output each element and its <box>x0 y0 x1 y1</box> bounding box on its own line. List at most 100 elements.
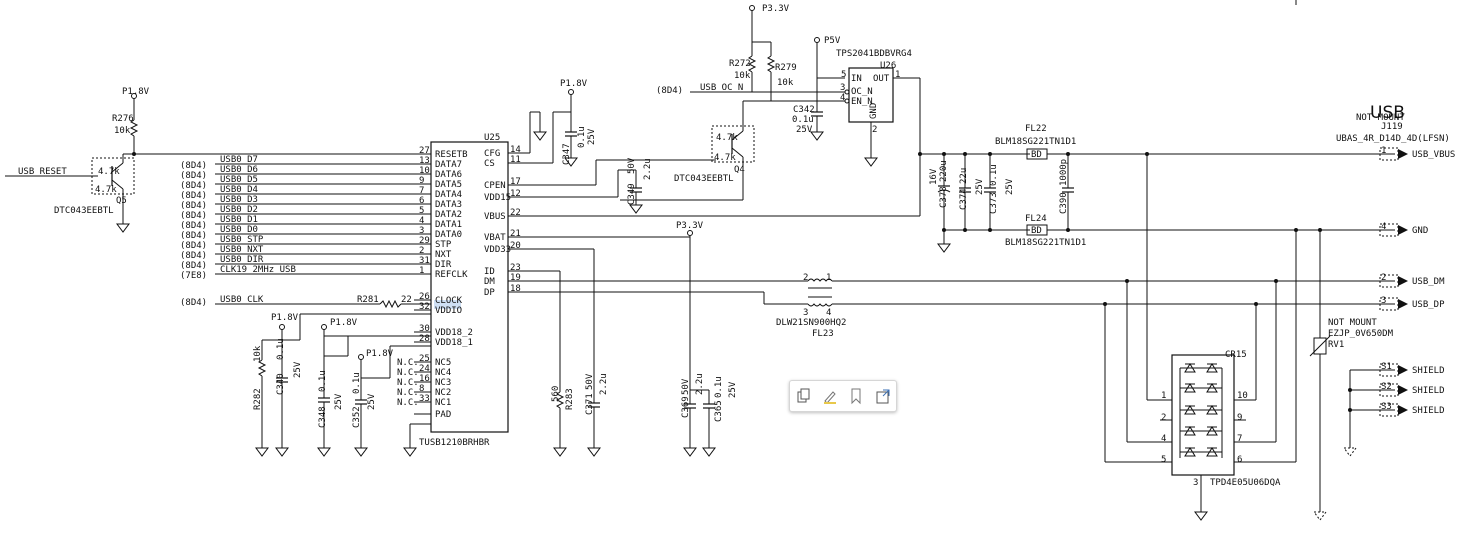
u25-ref: U25 <box>484 133 500 143</box>
u25-part: TUSB1210BRHBR <box>419 438 490 448</box>
u25-left-pin-name: STP <box>435 240 452 250</box>
u25-right-pin-num: 23 <box>510 263 521 273</box>
c348-volt: 25V <box>334 393 344 410</box>
c348-rail: P1.8V <box>330 318 358 328</box>
j119-pin-num: S2 <box>1381 382 1392 392</box>
u25-body <box>430 141 509 433</box>
u25-left-pin-num: 31 <box>419 256 430 266</box>
left-net-label: USB0_D6 <box>220 165 258 175</box>
c371-volt: 50V <box>585 373 595 390</box>
u25-left-pin-num: 26 <box>419 292 430 302</box>
clock-pin-highlight <box>434 300 461 309</box>
u25-right-pin-num: 14 <box>510 145 521 155</box>
u25-left-pin-name: DATA1 <box>435 220 462 230</box>
left-net-sheet-ref: (8D4) <box>180 181 207 191</box>
u25-right-pin-name: DP <box>484 288 495 298</box>
u25-right-pin-num: 22 <box>510 208 521 218</box>
left-net-label: USB0_D7 <box>220 155 258 165</box>
c352-ref: C352 <box>352 406 362 428</box>
u25-left-pin-name: DATA2 <box>435 210 462 220</box>
u25-left-pin-name: DIR <box>435 260 452 270</box>
u25-left-pin-name: VDDIO <box>435 306 462 316</box>
j119-pin-net: USB_VBUS <box>1412 150 1455 160</box>
u26-pin-out: OUT <box>873 74 890 84</box>
r272-resistor <box>747 55 757 73</box>
oc-sheet-ref: (8D4) <box>656 86 683 96</box>
nc-label: N.C. <box>397 388 419 398</box>
c374-volt: 25V <box>975 178 985 195</box>
u25-right-pin-name: VBAT <box>484 233 506 243</box>
u25-right-pin-name: CPEN <box>484 181 506 191</box>
u25-left-pin-num: 2 <box>419 246 424 256</box>
q4-ref: Q4 <box>734 165 745 175</box>
c347-rail: P1.8V <box>560 79 588 89</box>
q5-part: DTC043EEBTL <box>54 206 114 216</box>
left-net-sheet-ref: (8D4) <box>180 261 207 271</box>
u25-right-pin-name: VDD15 <box>484 193 511 203</box>
copy-icon[interactable] <box>794 387 812 405</box>
left-net-label: USB0_D3 <box>220 195 258 205</box>
u25-left-pin-num: 4 <box>419 216 424 226</box>
u25-left-pin-num: 13 <box>419 156 430 166</box>
u25-left-pin-name: RESETB <box>435 150 468 160</box>
u25-right-pin-name: VBUS <box>484 212 506 222</box>
sheet-title: USB <box>1370 103 1405 123</box>
c352-volt: 25V <box>367 393 377 410</box>
cr15-pin-4: 4 <box>1161 434 1166 444</box>
cr15-ref: CR15 <box>1225 350 1247 360</box>
q4-r2: 4.7k <box>714 153 736 163</box>
u25-right-pin-num: 18 <box>510 284 521 294</box>
left-net-sheet-ref: (8D4) <box>180 201 207 211</box>
left-net-sheet-ref: (8D4) <box>180 241 207 251</box>
cr15-pin-2: 2 <box>1161 413 1166 423</box>
r272-ref: R272 <box>729 59 751 69</box>
cr15-diode-array <box>1179 363 1223 458</box>
left-net-label: USB0_D4 <box>220 185 258 195</box>
clk-sheet-ref: (8D4) <box>180 298 207 308</box>
left-net-sheet-ref: (8D4) <box>180 221 207 231</box>
u25-right-pin-num: 20 <box>510 241 521 251</box>
clk-net-label: USB0_CLK <box>220 295 264 305</box>
cr15-pin-10: 10 <box>1237 391 1248 401</box>
j119-pin-net: USB_DP <box>1412 300 1445 310</box>
fl24-ref: FL24 <box>1025 214 1047 224</box>
c365-value: 0.1u <box>714 376 724 398</box>
c340-value: 0.1u <box>276 338 286 360</box>
u25-left-pin-num: 9 <box>419 176 424 186</box>
cr15-pin-7: 7 <box>1237 434 1242 444</box>
highlight-icon[interactable] <box>821 387 839 405</box>
c373-ref: C373 <box>989 192 999 214</box>
c340-rail: P1.8V <box>271 313 299 323</box>
u25-left-pin-name: NC4 <box>435 368 451 378</box>
c365-volt: 25V <box>728 381 738 398</box>
c365-ref: C365 <box>714 400 724 422</box>
u25-left-pin-name: NC5 <box>435 358 451 368</box>
c378-ref: C378 <box>939 186 949 208</box>
j119-pin-num: 3 <box>1381 296 1386 306</box>
fl24-part: BLM18SG221TN1D1 <box>1005 238 1086 248</box>
u25-left-pin-num: 24 <box>419 364 430 374</box>
u25-right-pin-name: VDD33 <box>484 245 511 255</box>
fl24-body-label: BD <box>1031 226 1042 236</box>
bookmark-icon[interactable] <box>847 387 865 405</box>
u25-right-pin-num: 11 <box>510 155 521 165</box>
u25-left-pin-name: REFCLK <box>435 270 468 280</box>
j119-pin-net: SHIELD <box>1412 386 1445 396</box>
r279-ref: R279 <box>775 63 797 73</box>
r282-resistor <box>257 359 267 377</box>
u25-left-pin-num: 27 <box>419 146 430 156</box>
left-net-label: USB0_D5 <box>220 175 258 185</box>
p5v-rail: P5V <box>824 36 841 46</box>
r283-ref: R283 <box>565 388 575 410</box>
fl22-ref: FL22 <box>1025 124 1047 134</box>
cr15-part: TPD4E05U06DQA <box>1210 478 1281 488</box>
export-icon[interactable] <box>874 387 892 405</box>
left-net-label: USB0_NXT <box>220 245 264 255</box>
left-net-label: USB0_DIR <box>220 255 264 265</box>
c373-value: 0.1u <box>989 164 999 186</box>
u25-left-pin-name: DATA5 <box>435 180 462 190</box>
r281-ref: R281 <box>357 295 379 305</box>
